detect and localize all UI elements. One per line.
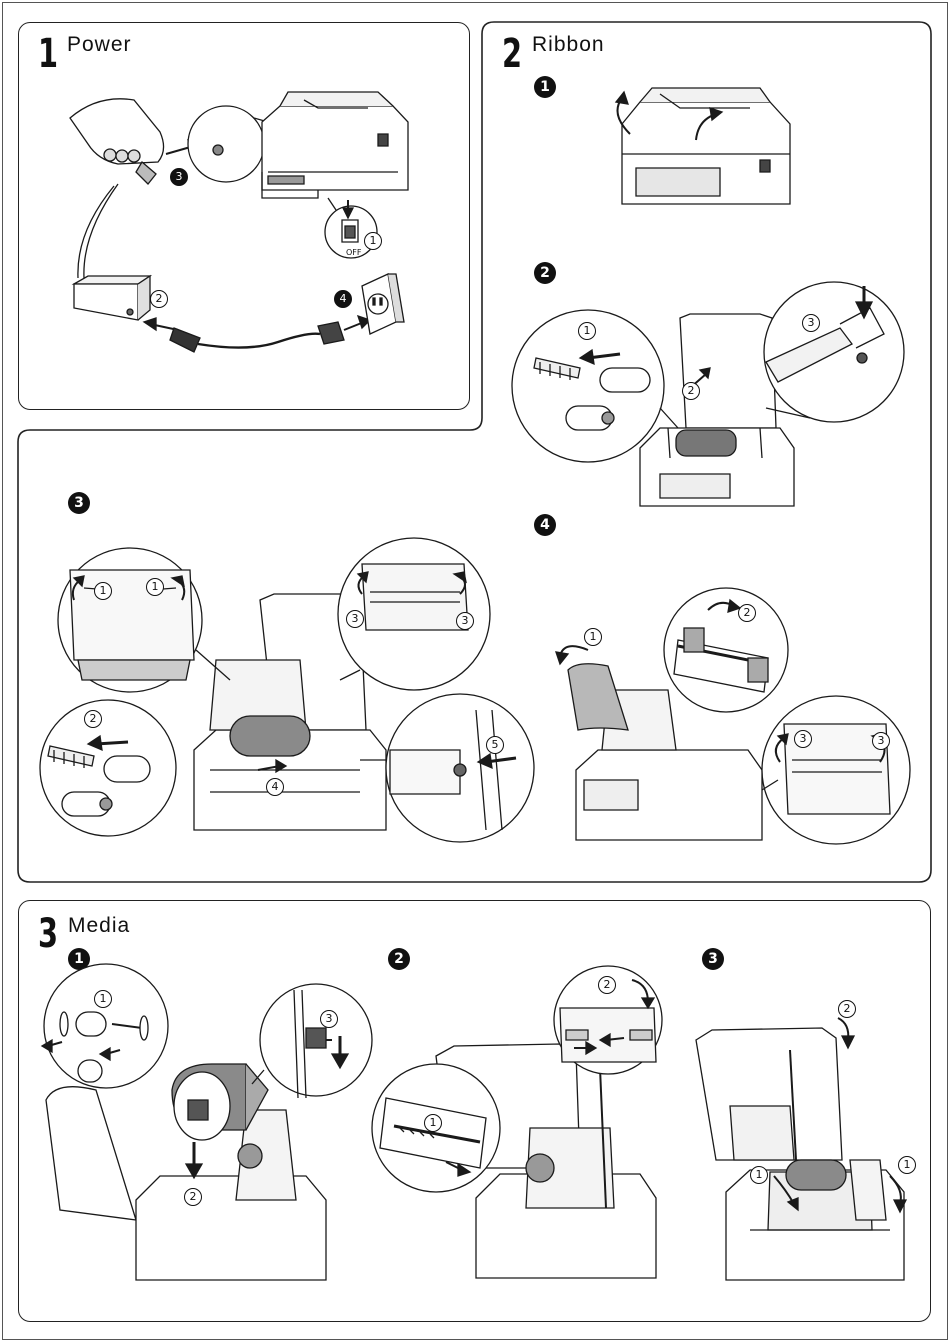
media-step-2-badge: 2 xyxy=(388,948,410,970)
media-3-callout-2: 2 xyxy=(838,1000,856,1018)
media-section-title: Media xyxy=(68,914,130,938)
ribbon-3-callout-1a: 1 xyxy=(94,582,112,600)
ribbon-4-callout-2: 2 xyxy=(738,604,756,622)
ribbon-step-4-badge: 4 xyxy=(534,514,556,536)
media-3-callout-1b: 1 xyxy=(898,1156,916,1174)
ribbon-step-1-badge: 1 xyxy=(534,76,556,98)
ribbon-3-callout-1b: 1 xyxy=(146,578,164,596)
media-2-callout-2: 2 xyxy=(598,976,616,994)
ribbon-3-callout-2: 2 xyxy=(84,710,102,728)
ribbon-3-callout-3a: 3 xyxy=(346,610,364,628)
ribbon-4-callout-1: 1 xyxy=(584,628,602,646)
ribbon-4-callout-3b: 3 xyxy=(872,732,890,750)
media-step-3-badge: 3 xyxy=(702,948,724,970)
media-step-2-illustration xyxy=(370,968,670,1284)
ribbon-section-title: Ribbon xyxy=(532,33,605,57)
ribbon-4-callout-3a: 3 xyxy=(794,730,812,748)
media-3-callout-1a: 1 xyxy=(750,1166,768,1184)
ribbon-2-callout-3: 3 xyxy=(802,314,820,332)
ribbon-step-3-illustration xyxy=(30,530,540,850)
ribbon-3-callout-5: 5 xyxy=(486,736,504,754)
media-1-callout-1: 1 xyxy=(94,990,112,1008)
ribbon-3-callout-3b: 3 xyxy=(456,612,474,630)
ribbon-step-3-badge: 3 xyxy=(68,492,90,514)
ribbon-step-2-illustration xyxy=(510,278,910,512)
ribbon-2-callout-1: 1 xyxy=(578,322,596,340)
ribbon-3-callout-4: 4 xyxy=(266,778,284,796)
media-1-callout-3: 3 xyxy=(320,1010,338,1028)
ribbon-step-4-illustration xyxy=(548,580,920,846)
ribbon-section-number: 2 xyxy=(502,34,522,74)
ribbon-2-callout-2: 2 xyxy=(682,382,700,400)
media-1-callout-2: 2 xyxy=(184,1188,202,1206)
media-2-callout-1: 1 xyxy=(424,1114,442,1132)
ribbon-step-1-illustration xyxy=(600,84,800,220)
media-step-3-illustration xyxy=(690,990,920,1290)
media-section-number: 3 xyxy=(38,914,58,954)
